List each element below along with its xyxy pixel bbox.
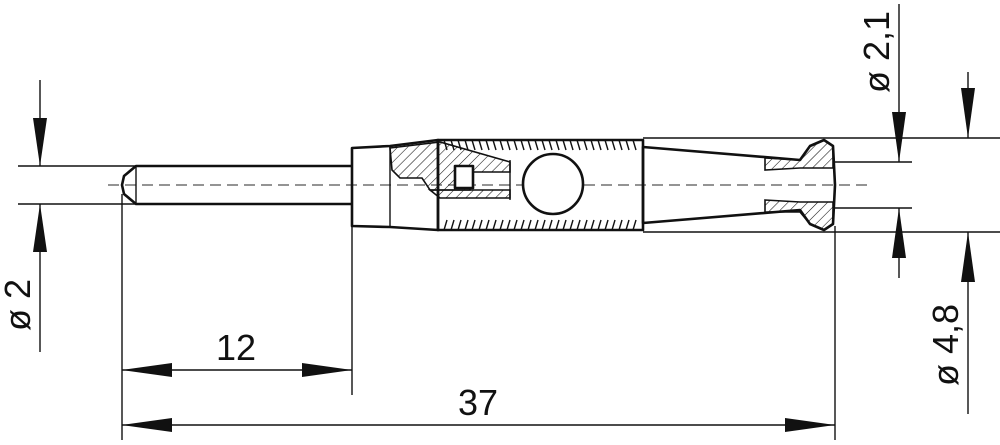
thread-ridge [457,219,462,231]
thread-ridge [520,219,525,231]
thread-ridge [590,139,595,151]
thread-ridge [464,219,469,231]
thread-ridge [555,219,560,231]
cross-hole [521,152,585,216]
dimension-pin-diameter [33,80,47,352]
thread-ridge [513,139,518,151]
thread-ridge [583,219,588,231]
thread-ridge [611,219,616,231]
thread-ridge [492,139,497,151]
thread-ridge [527,139,532,151]
thread-ridge [471,219,476,231]
thread-ridge [576,139,581,151]
thread-ridge [450,219,455,231]
extension-lines [18,137,1000,440]
thread-ridge [471,139,476,151]
thread-ridge [520,139,525,151]
thread-ridge [562,219,567,231]
thread-ridge [625,219,630,231]
dimension-overall-length [122,418,835,432]
thread-ridge [541,219,546,231]
thread-ridge [485,139,490,151]
thread-ridge [478,139,483,151]
locking-slot [453,164,475,190]
thread-ridge [499,219,504,231]
thread-ridge [506,219,511,231]
label-thread-diameter: ø 2,1 [856,11,897,93]
thread-ridge [632,219,637,231]
thread-ridge [618,139,623,151]
section-hatch-front [389,141,511,191]
thread-ridge [513,219,518,231]
label-body-diameter: ø 4,8 [925,304,966,386]
thread-ridge [604,219,609,231]
thread-ridge [534,219,539,231]
thread-ridge [590,219,595,231]
thread-ridge [625,139,630,151]
thread-ridge [604,139,609,151]
thread-ridge [541,139,546,151]
thread-ridge [548,219,553,231]
label-overall-length: 37 [458,382,498,423]
thread-ridge [527,219,532,231]
section-hatch-rear-bottom [764,199,834,231]
thread-ridge [618,219,623,231]
thread-ridge [569,219,574,231]
thread-ridge [492,219,497,231]
thread-ridge [443,219,448,231]
thread-ridge [548,139,553,151]
thread-ridge [583,139,588,151]
thread-ridge [562,139,567,151]
dimension-pin-length [122,363,352,377]
label-pin-length: 12 [216,327,256,368]
rear-body [641,138,837,232]
section-hatch-rear-top [764,139,834,171]
thread-ridge [597,139,602,151]
thread-ridge [555,139,560,151]
dimension-thread-diameter [892,4,906,278]
thread-ridge [611,139,616,151]
thread-ridge [506,139,511,151]
thread-ridge [534,139,539,151]
thread-ridge [597,219,602,231]
thread-ridge [576,219,581,231]
thread-ridge [478,219,483,231]
thread-ridge [464,139,469,151]
dimension-body-diameter [961,72,975,414]
section-hatch-lower [427,189,511,199]
thread-ridge [569,139,574,151]
label-pin-diameter: ø 2 [0,279,38,331]
thread-ridge [499,139,504,151]
thread-ridge [485,219,490,231]
thread-ridge [632,139,637,151]
